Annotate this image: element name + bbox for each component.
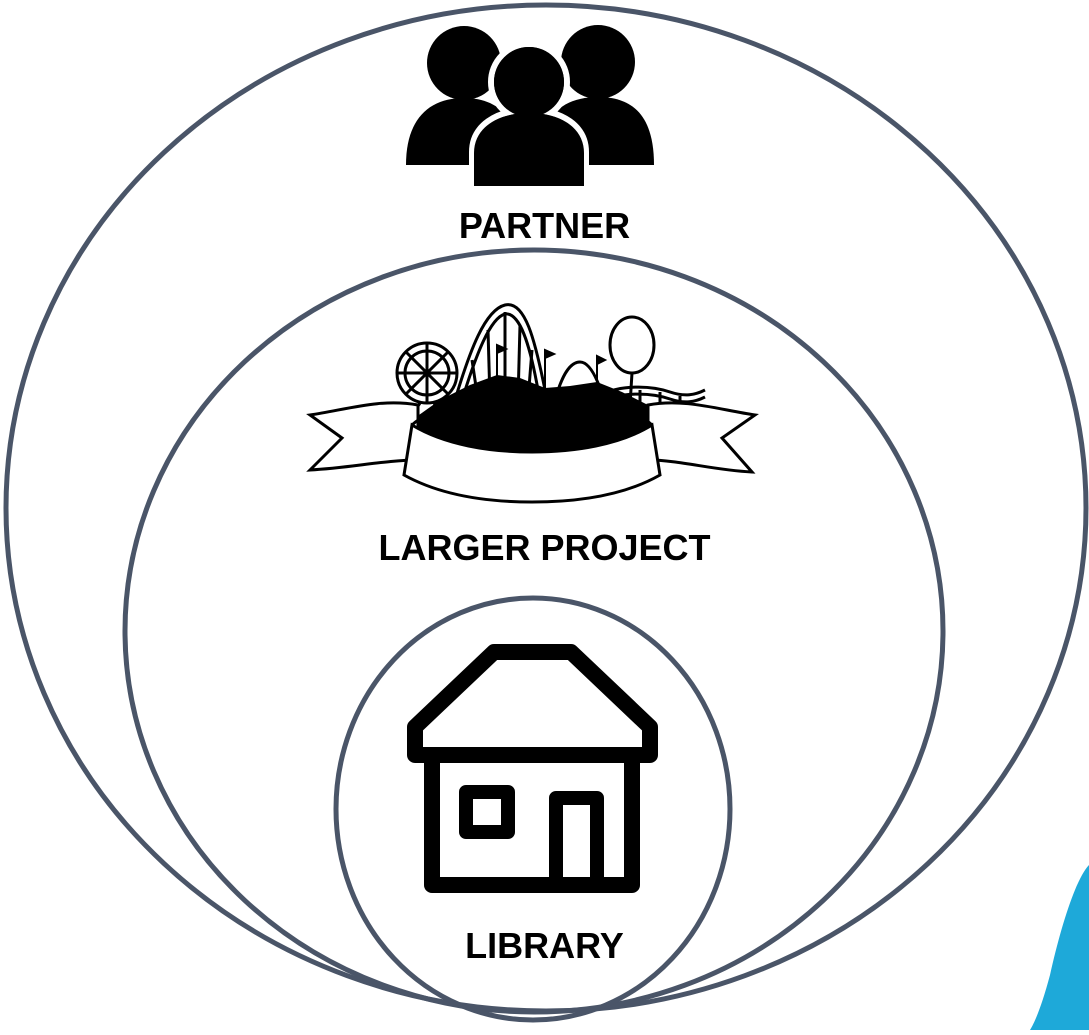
larger-project-ring — [122, 247, 946, 1015]
larger-project-label: LARGER PROJECT — [378, 527, 711, 568]
amusement-park-banner-icon — [306, 303, 759, 504]
people-group-icon — [406, 25, 654, 191]
library-label: LIBRARY — [465, 925, 624, 966]
house-icon — [407, 644, 658, 893]
library-ring — [333, 595, 733, 1023]
partner-label: PARTNER — [458, 205, 631, 246]
corner-accent-shape — [1030, 865, 1089, 1030]
